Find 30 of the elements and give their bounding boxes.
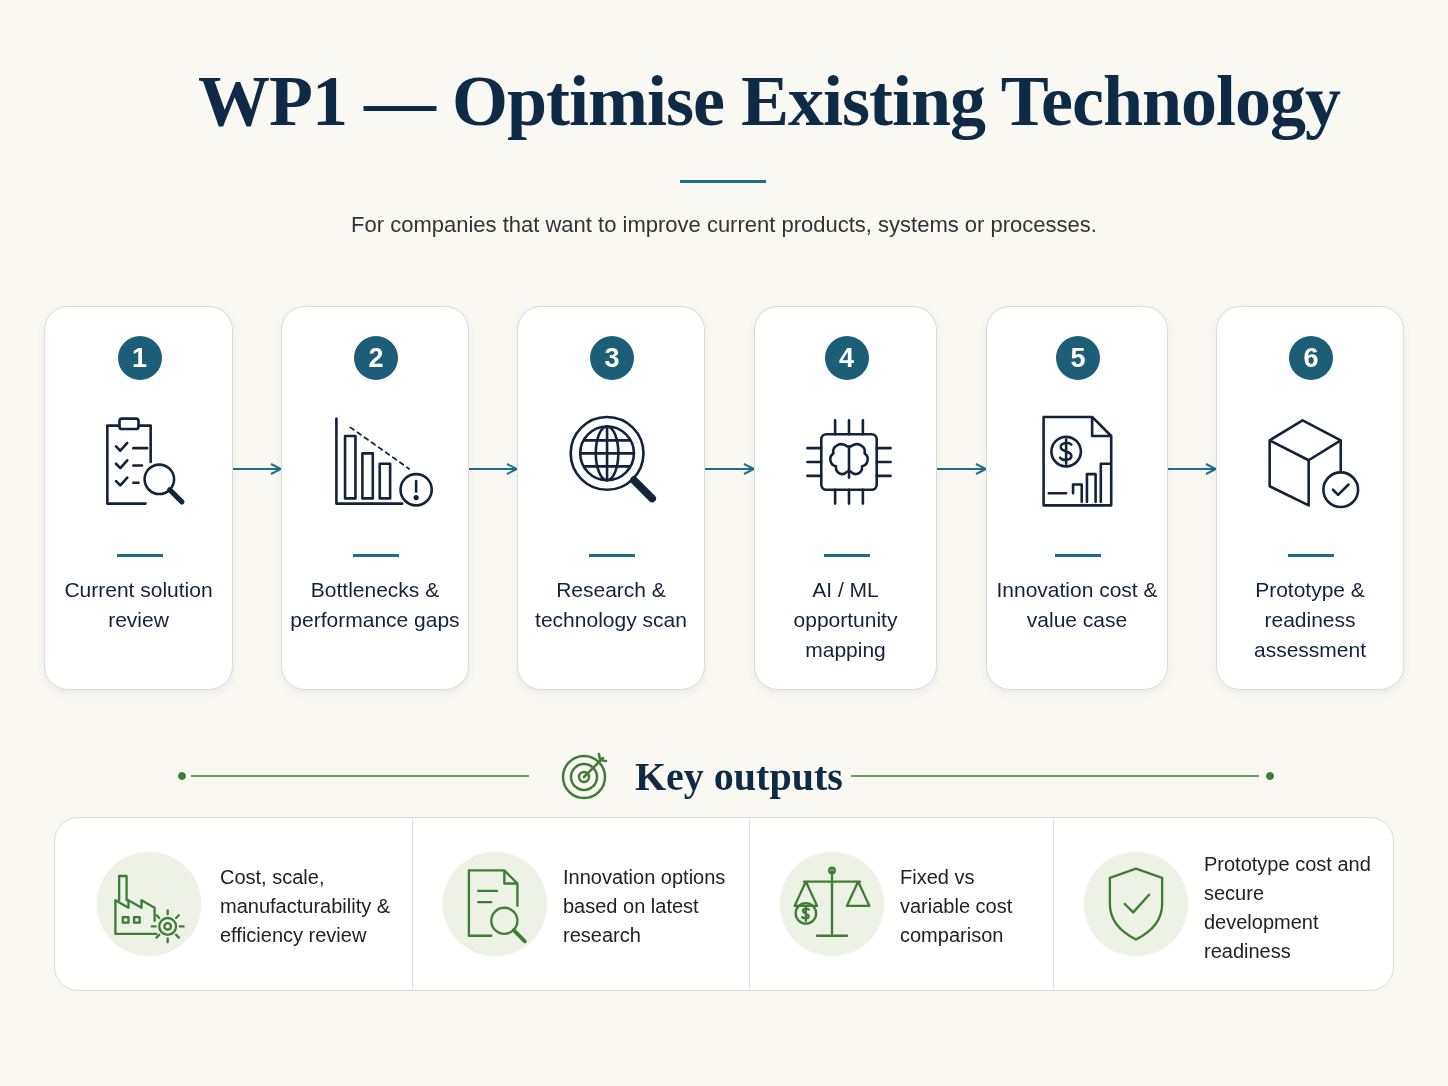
step-card xyxy=(754,306,937,690)
step-label: Current solution review xyxy=(63,577,214,633)
step-number: 6 xyxy=(1289,336,1333,380)
step-card xyxy=(517,306,705,690)
step-number: 3 xyxy=(590,336,634,380)
title: WP1 — Optimise Existing Technology xyxy=(196,60,1342,143)
step-label: Prototype & readiness assessment xyxy=(1252,577,1367,663)
step-card xyxy=(1216,306,1404,690)
output-text: Prototype cost and secure development readiness xyxy=(1204,852,1372,964)
step-card xyxy=(986,306,1168,690)
step-number: 5 xyxy=(1056,336,1100,380)
step-label: Innovation cost & value case xyxy=(995,577,1159,633)
output-text: Innovation options based on latest research xyxy=(563,865,727,948)
arrow xyxy=(704,463,755,475)
step-label: AI / ML opportunity mapping xyxy=(792,577,899,663)
arrow xyxy=(1167,463,1217,475)
step-number: 4 xyxy=(824,336,869,380)
subtitle: For companies that want to improve current products, systems or processes. xyxy=(350,212,1098,238)
arrow xyxy=(232,463,282,475)
step-label: Bottlenecks & performance gaps xyxy=(289,577,461,633)
section-heading: Key outputs xyxy=(635,753,843,800)
arrow xyxy=(936,463,987,475)
step-card xyxy=(281,306,469,690)
output-text: Cost, scale, manufacturability & efficiency review xyxy=(220,865,392,948)
output-text: Fixed vs variable cost comparison xyxy=(900,865,1014,948)
step-number: 2 xyxy=(354,336,398,380)
arrow xyxy=(468,463,518,475)
step-card xyxy=(44,306,233,690)
step-label: Research & technology scan xyxy=(534,577,688,633)
step-number: 1 xyxy=(117,336,162,380)
